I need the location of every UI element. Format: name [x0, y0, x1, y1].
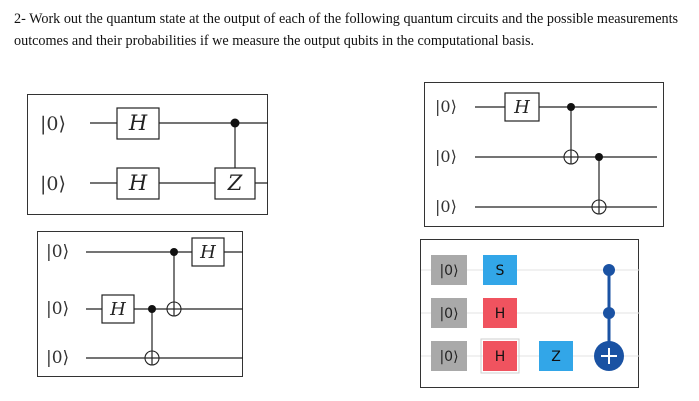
c2-cnot2-control	[595, 153, 603, 161]
c4-h-gate-q1-label: H	[495, 306, 506, 322]
c4-toffoli-target	[594, 341, 624, 371]
circuit-4-diagram: |0⟩ |0⟩ |0⟩ S H H Z	[421, 255, 640, 374]
c3-ket-q2: |0⟩	[46, 348, 69, 368]
c2-cnot1-target	[563, 149, 579, 165]
c3-h-gate-q0-label: H	[199, 242, 216, 263]
c4-toffoli-control-q1	[603, 307, 615, 319]
c1-h-gate-q1	[116, 167, 160, 200]
c4-h-gate-q1	[483, 298, 517, 328]
c3-ket-q1: |0⟩	[46, 299, 69, 319]
question-text: 2- Work out the quantum state at the out…	[14, 11, 679, 49]
c2-cnot2-target	[591, 199, 607, 215]
circuit-2-diagram: |0⟩ |0⟩ |0⟩ H	[435, 92, 657, 216]
c2-ket-q0: |0⟩	[435, 97, 457, 116]
c3-h-gate-q1	[101, 294, 135, 324]
c2-h-gate-label: H	[513, 97, 530, 118]
c4-ket-box-q2	[431, 341, 467, 371]
c1-control-dot	[230, 118, 240, 128]
c1-h-gate-q0-label: H	[128, 111, 148, 135]
circuit-3-diagram: |0⟩ |0⟩ |0⟩ H H	[46, 237, 243, 368]
c4-s-gate-label: S	[496, 263, 505, 279]
c1-ket-q1: |0⟩	[40, 173, 66, 195]
c3-ket-q0: |0⟩	[46, 242, 69, 262]
c3-cnot2-target	[166, 301, 182, 317]
c2-ket-q1: |0⟩	[435, 147, 457, 166]
c1-ket-q0: |0⟩	[40, 113, 66, 135]
c1-z-gate-label: Z	[227, 171, 243, 195]
c4-ket-q0: |0⟩	[439, 263, 458, 279]
c2-cnot1-control	[567, 103, 575, 111]
c4-ket-box-q0	[431, 255, 467, 285]
c3-cnot1-target	[144, 350, 160, 366]
c4-h-gate-q2	[483, 341, 517, 371]
c2-ket-q2: |0⟩	[435, 197, 457, 216]
c1-h-gate-q0	[116, 107, 160, 140]
c3-h-gate-q0	[191, 237, 225, 267]
c1-z-gate	[214, 167, 256, 200]
c4-s-gate	[483, 255, 517, 285]
c4-ket-box-q1	[431, 298, 467, 328]
circuit-1-diagram: |0⟩ |0⟩ H H Z	[40, 107, 268, 200]
c4-ket-q1: |0⟩	[439, 306, 458, 322]
c4-h-gate-q2-outline	[480, 338, 520, 374]
c1-h-gate-q1-label: H	[128, 171, 148, 195]
circuit-3-panel: |0⟩ |0⟩ |0⟩ H H	[37, 231, 243, 377]
c2-h-gate	[504, 92, 540, 122]
c4-h-gate-q2-label: H	[495, 349, 506, 365]
c4-z-gate	[539, 341, 573, 371]
c4-toffoli-control-q0	[603, 264, 615, 276]
circuit-2-panel: |0⟩ |0⟩ |0⟩ H	[424, 82, 664, 227]
c4-ket-q2: |0⟩	[439, 349, 458, 365]
c4-z-gate-label: Z	[551, 349, 561, 365]
c3-h-gate-q1-label: H	[109, 299, 126, 320]
c3-cnot1-control	[148, 305, 156, 313]
circuit-4-panel: |0⟩ |0⟩ |0⟩ S H H Z	[420, 239, 640, 388]
c3-cnot2-control	[170, 248, 178, 256]
circuit-1-panel: |0⟩ |0⟩ H H Z	[27, 94, 268, 215]
